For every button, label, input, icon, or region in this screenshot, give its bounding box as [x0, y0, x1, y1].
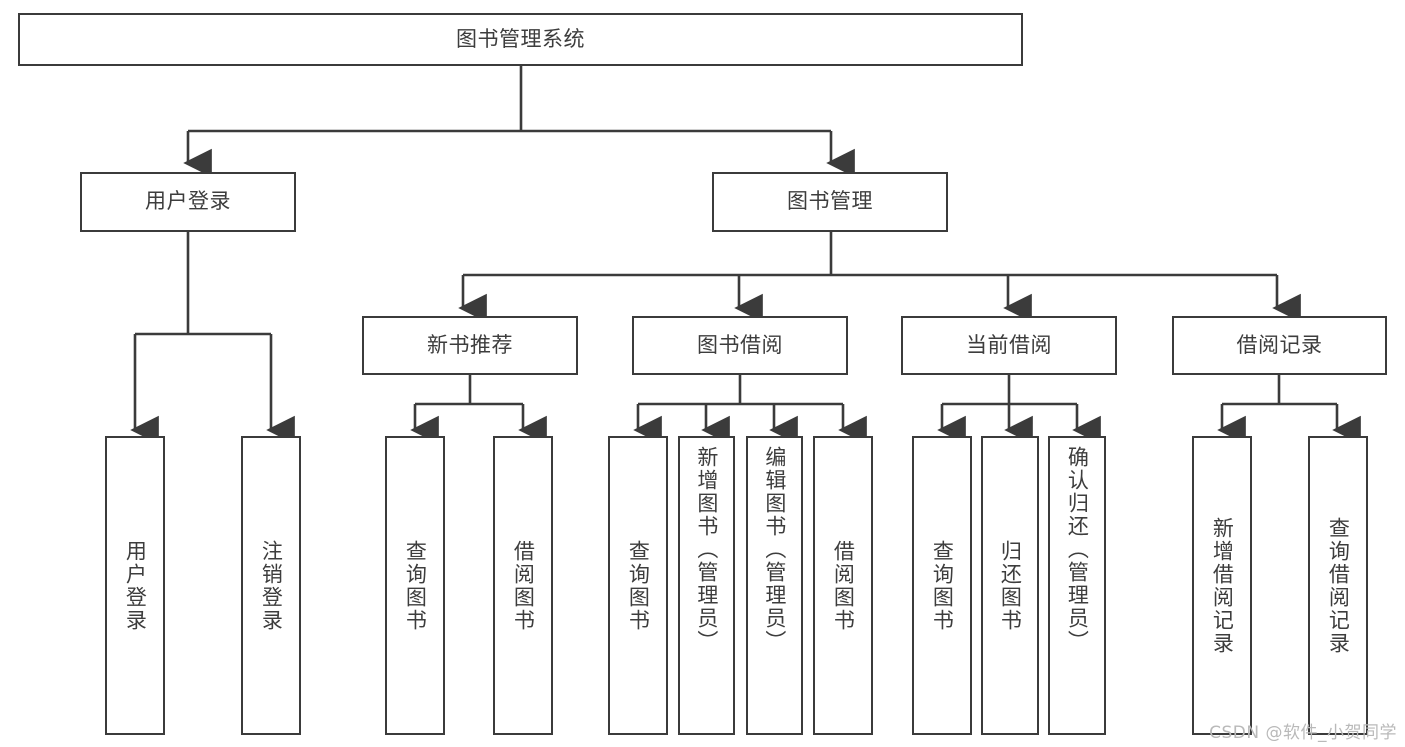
node-book-borrow[interactable]: 图书借阅 — [632, 316, 848, 375]
node-label: 查询图书 — [626, 539, 651, 632]
node-label: 借阅图书 — [511, 539, 536, 632]
leaf-borrow-record-query-record[interactable]: 查询借阅记录 — [1308, 436, 1368, 735]
node-label: 编辑图书（管理员） — [762, 446, 787, 653]
node-label: 注销登录 — [259, 539, 284, 632]
node-label: 借阅记录 — [1236, 332, 1323, 357]
leaf-book-borrow-edit-book-admin[interactable]: 编辑图书（管理员） — [746, 436, 803, 735]
node-label: 图书管理 — [787, 189, 873, 214]
node-label: 用户登录 — [123, 539, 148, 632]
node-label: 新增借阅记录 — [1210, 516, 1235, 655]
node-book-management[interactable]: 图书管理 — [712, 172, 948, 232]
node-label: 图书借阅 — [697, 332, 783, 357]
leaf-new-book-borrow-book[interactable]: 借阅图书 — [493, 436, 553, 735]
node-current-borrow[interactable]: 当前借阅 — [901, 316, 1117, 375]
leaf-current-borrow-confirm-return-admin[interactable]: 确认归还（管理员） — [1048, 436, 1106, 735]
node-label: 查询图书 — [930, 539, 955, 632]
node-label: 确认归还（管理员） — [1065, 446, 1090, 653]
node-label: 新书推荐 — [427, 332, 513, 357]
node-label: 查询图书 — [403, 539, 428, 632]
node-label: 新增图书（管理员） — [694, 446, 719, 653]
node-label: 查询借阅记录 — [1326, 516, 1351, 655]
node-user-login[interactable]: 用户登录 — [80, 172, 296, 232]
node-label: 图书管理系统 — [456, 26, 585, 51]
node-label: 归还图书 — [998, 539, 1023, 632]
leaf-current-borrow-return-book[interactable]: 归还图书 — [981, 436, 1039, 735]
leaf-current-borrow-query-book[interactable]: 查询图书 — [912, 436, 972, 735]
leaf-borrow-record-add-record[interactable]: 新增借阅记录 — [1192, 436, 1252, 735]
node-new-book-recommend[interactable]: 新书推荐 — [362, 316, 578, 375]
leaf-user-login-login[interactable]: 用户登录 — [105, 436, 165, 735]
node-label: 用户登录 — [145, 189, 231, 214]
csdn-watermark: CSDN @软件_小贺同学 — [1209, 723, 1397, 743]
leaf-book-borrow-add-book-admin[interactable]: 新增图书（管理员） — [678, 436, 735, 735]
node-root-book-management-system[interactable]: 图书管理系统 — [18, 13, 1023, 66]
node-label: 当前借阅 — [966, 332, 1052, 357]
node-borrow-record[interactable]: 借阅记录 — [1172, 316, 1387, 375]
leaf-book-borrow-query-book[interactable]: 查询图书 — [608, 436, 668, 735]
leaf-book-borrow-borrow-book[interactable]: 借阅图书 — [813, 436, 873, 735]
leaf-user-login-logout[interactable]: 注销登录 — [241, 436, 301, 735]
node-label: 借阅图书 — [831, 539, 856, 632]
leaf-new-book-query-book[interactable]: 查询图书 — [385, 436, 445, 735]
